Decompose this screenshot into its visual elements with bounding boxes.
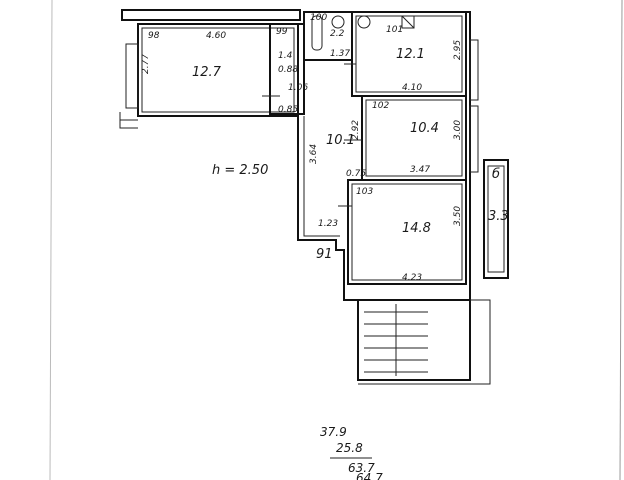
balcony-area: 3.3	[488, 209, 509, 224]
scan-edge-line	[619, 0, 623, 480]
stair-landing	[358, 299, 491, 385]
total-value: 37.9	[320, 425, 347, 439]
room-dimension: 2.77	[141, 54, 151, 74]
corridor-dimension: 1.23	[318, 219, 338, 229]
room-number: 102	[372, 101, 389, 111]
sink-icon	[357, 15, 371, 29]
stairwell-walls	[357, 299, 471, 381]
balcony-letter: б	[492, 167, 500, 182]
room-number: 103	[356, 187, 373, 197]
total-value: 25.8	[336, 441, 363, 455]
corridor-area: 10.1	[326, 133, 355, 148]
bathtub	[311, 15, 323, 51]
room-dimension: 4.60	[206, 31, 226, 41]
total-value: 64.7	[356, 471, 383, 480]
ceiling-height: h = 2.50	[212, 163, 268, 178]
wc-walls	[269, 23, 305, 115]
corridor-dimension: 0.75	[346, 169, 366, 179]
window	[469, 105, 479, 173]
bath-dimension: 1.37	[330, 49, 350, 59]
room-area: 14.8	[402, 221, 431, 236]
corridor-inner	[303, 116, 340, 237]
corridor-walls	[297, 116, 471, 301]
exterior-wall-right	[466, 11, 471, 300]
entry-number: 91	[316, 247, 333, 262]
window	[125, 43, 139, 109]
window-sill	[119, 112, 138, 129]
door-mark	[262, 63, 362, 207]
vent-icon	[401, 15, 415, 29]
room-102-inner	[365, 99, 463, 177]
balcony-walls	[483, 159, 509, 279]
vent-icon	[401, 15, 415, 29]
total-value: 63.7	[348, 461, 375, 475]
room-dimension: 3.47	[410, 165, 430, 175]
room-dimension: 4.23	[402, 273, 422, 283]
bath-number: 100	[310, 13, 327, 23]
wc-number: 99	[276, 27, 288, 37]
corridor-dimension: 2.92	[351, 120, 361, 140]
room-area: 10.4	[410, 121, 439, 136]
wc-dimension: 1.06	[288, 83, 308, 93]
room-dimension: 3.00	[453, 120, 463, 140]
window	[469, 39, 479, 101]
room-dimension: 2.95	[453, 40, 463, 60]
scan-edge-line	[49, 0, 53, 480]
balcony-inner	[487, 165, 505, 273]
room-dimension: 3.50	[453, 206, 463, 226]
sink-icon	[331, 15, 345, 29]
room-103-walls	[347, 179, 467, 285]
wc-area: 1.4	[278, 51, 293, 61]
stair-steps	[364, 304, 428, 376]
room-number: 101	[386, 25, 403, 35]
room-area: 12.1	[396, 47, 425, 62]
room-dimension: 4.10	[402, 83, 422, 93]
bath-area: 2.2	[330, 29, 345, 39]
room-98-inner	[141, 27, 295, 113]
corridor-dimension: 3.64	[309, 144, 319, 164]
wc-dimension: 0.88	[278, 65, 298, 75]
room-number: 98	[148, 31, 160, 41]
wc-dimension: 0.85	[278, 105, 298, 115]
room-103-inner	[351, 183, 463, 281]
room-area: 12.7	[192, 65, 222, 80]
outer-wall	[121, 9, 301, 21]
